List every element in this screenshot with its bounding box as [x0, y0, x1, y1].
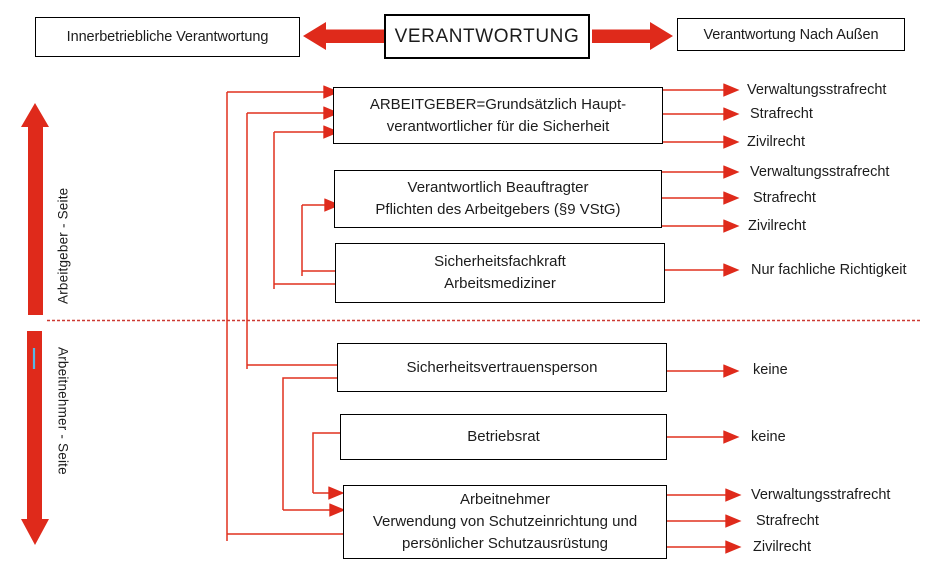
box-verantwortlich-beauftragter-line2: Pflichten des Arbeitgebers (§9 VStG) — [375, 201, 621, 218]
box-sicherheitsvertrauensperson: Sicherheitsvertrauensperson — [337, 343, 667, 392]
outcome-label: Strafrecht — [753, 190, 816, 206]
outcome-label: Verwaltungsstrafrecht — [747, 82, 887, 98]
left-connectors — [226, 85, 346, 541]
box-verantwortlich-beauftragter: Verantwortlich Beauftragter Pflichten de… — [334, 170, 662, 228]
box-sicherheitsfachkraft-line2: Arbeitsmediziner — [444, 275, 556, 292]
box-arbeitgeber: ARBEITGEBER=Grundsätzlich Haupt- verantw… — [333, 87, 663, 144]
outcome-label: Strafrecht — [750, 106, 813, 122]
box-sicherheitsfachkraft: Sicherheitsfachkraft Arbeitsmediziner — [335, 243, 665, 303]
outcome-label: Verwaltungsstrafrecht — [750, 164, 890, 180]
outcome-label: Verwaltungsstrafrecht — [751, 487, 891, 503]
side-label-arbeitnehmer: Arbeitnehmer - Seite — [55, 347, 71, 475]
employer-side-arrow-up-icon — [21, 103, 49, 315]
box-sicherheitsfachkraft-line1: Sicherheitsfachkraft — [434, 253, 566, 270]
box-arbeitnehmer: Arbeitnehmer Verwendung von Schutzeinric… — [343, 485, 667, 559]
header-box-nach-aussen-label: Verantwortung Nach Außen — [703, 26, 879, 43]
outcome-label: Nur fachliche Richtigkeit — [751, 262, 907, 278]
side-label-arbeitgeber: Arbeitgeber - Seite — [55, 187, 71, 305]
employee-side-arrow-down-icon — [21, 331, 49, 545]
header-box-innerbetrieblich-label: Innerbetriebliche Verantwortung — [66, 29, 269, 45]
header-box-innerbetrieblich: Innerbetriebliche Verantwortung — [35, 17, 300, 57]
header-arrow-left-icon — [303, 22, 384, 50]
header-box-nach-aussen: Verantwortung Nach Außen — [677, 18, 905, 51]
box-sicherheitsvertrauensperson-line1: Sicherheitsvertrauensperson — [406, 358, 598, 376]
outcome-label: Zivilrecht — [747, 134, 806, 150]
outcome-label: Zivilrecht — [748, 218, 807, 234]
right-connectors — [662, 83, 742, 554]
box-arbeitgeber-line2: verantwortlicher für die Sicherheit — [386, 117, 610, 135]
box-arbeitgeber-line1: ARBEITGEBER=Grundsätzlich Haupt- — [369, 95, 627, 113]
outcome-label: Strafrecht — [756, 513, 819, 529]
outcome-label: keine — [751, 429, 786, 445]
header-arrow-right-icon — [592, 22, 673, 50]
box-arbeitnehmer-line1: Arbeitnehmer — [459, 491, 551, 508]
box-arbeitnehmer-line2: Verwendung von Schutzeinrichtung und — [372, 513, 638, 530]
box-betriebsrat: Betriebsrat — [340, 414, 667, 460]
outcome-label: Zivilrecht — [753, 539, 812, 555]
box-verantwortlich-beauftragter-line1: Verantwortlich Beauftragter — [407, 179, 589, 196]
outcome-label: keine — [753, 362, 788, 378]
box-betriebsrat-line1: Betriebsrat — [467, 428, 540, 445]
header-box-verantwortung-label: VERANTWORTUNG — [394, 25, 580, 47]
box-arbeitnehmer-line3: persönlicher Schutzausrüstung — [402, 535, 608, 552]
header-box-verantwortung: VERANTWORTUNG — [384, 14, 590, 59]
